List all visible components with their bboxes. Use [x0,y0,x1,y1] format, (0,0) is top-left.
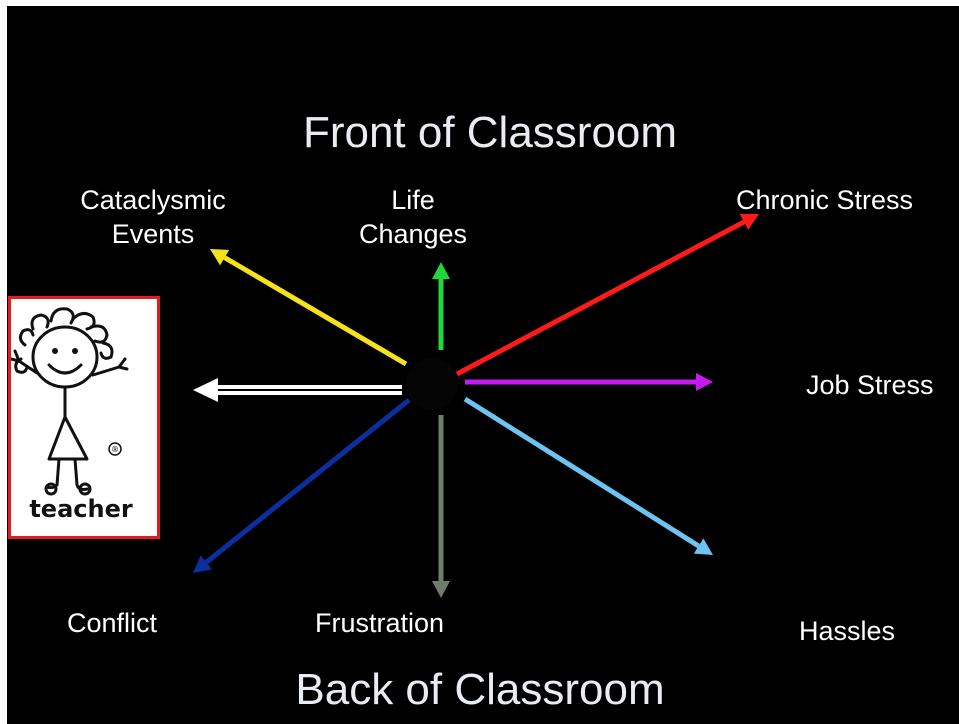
hassles-arrow-shaft [463,396,700,549]
cataclysmic-events-label-line2: Events [111,219,195,249]
teacher-arrow [193,378,402,402]
frustration-arrow-head [432,581,450,598]
front-title: Front of Classroom [302,108,678,157]
teacher-arrow-head [193,378,218,402]
trademark-mark: ® [111,445,119,454]
life-changes-label: Life Changes [313,183,513,251]
conflict-arrow [193,398,411,573]
teacher-stick-figure-icon: ® teacher [11,307,133,523]
life-changes-arrow-head [432,262,450,279]
center-hub [406,358,458,410]
hassles-label: Hassles [799,616,896,646]
teacher-card: ® teacher [8,296,160,539]
hassles-arrow [463,396,713,555]
back-title: Back of Classroom [295,665,665,714]
cataclysmic-events-label: Cataclysmic Events [48,183,258,251]
hassles-arrow-head [693,538,713,555]
slide-background [7,6,959,724]
teacher-caption: teacher [29,495,133,523]
cataclysmic-events-label-line1: Cataclysmic [80,185,226,215]
conflict-arrow-shaft [204,398,411,565]
conflict-arrow-head [193,555,212,573]
life-changes-label-line1: Life [391,185,435,215]
chronic-stress-label: Chronic Stress [736,185,914,215]
life-changes-label-line2: Changes [358,219,468,249]
frustration-label: Frustration [315,608,445,638]
job-stress-arrow [465,373,713,391]
job-stress-arrow-head [696,373,713,391]
frustration-arrow [432,415,450,598]
job-stress-label: Job Stress [806,370,934,400]
chronic-stress-arrow-shaft [455,219,746,377]
cataclysmic-events-arrow [210,249,408,367]
chronic-stress-arrow [455,214,759,377]
life-changes-arrow [432,262,450,350]
cataclysmic-events-arrow-head [210,249,230,266]
conflict-label: Conflict [67,608,158,638]
cataclysmic-events-arrow-shaft [223,255,408,367]
chronic-stress-arrow-head [739,214,759,230]
